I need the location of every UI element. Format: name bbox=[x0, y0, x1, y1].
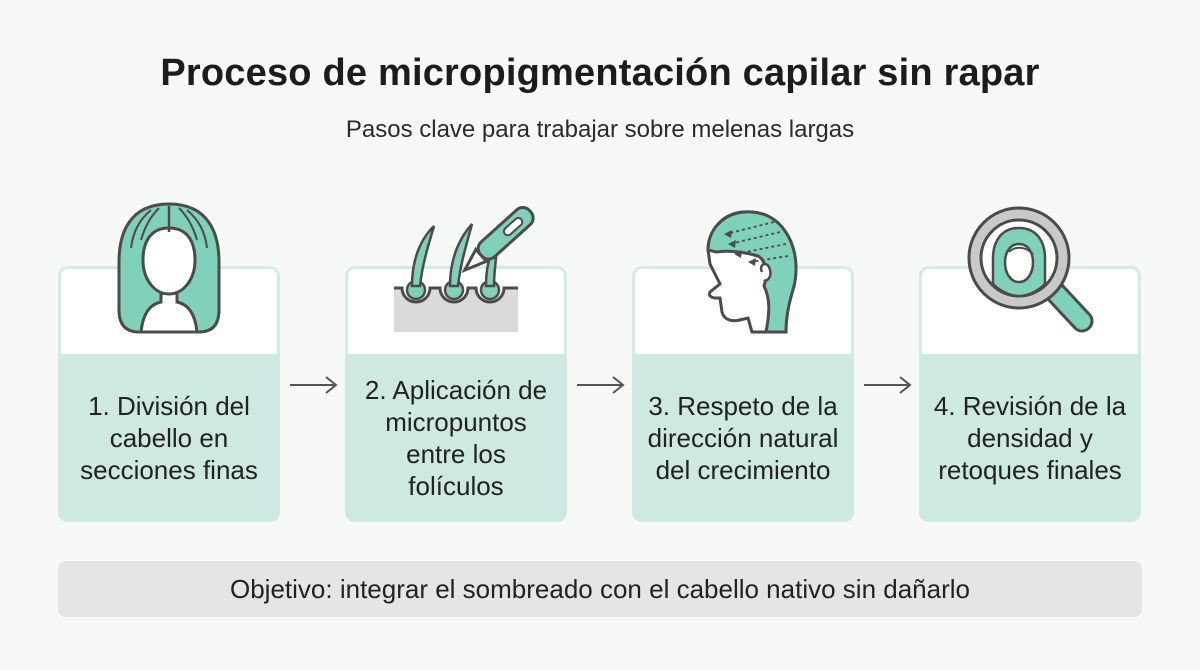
follicle-pen-icon bbox=[394, 205, 535, 332]
arrow-right-icon bbox=[864, 376, 912, 394]
arrow-right-icon bbox=[577, 376, 625, 394]
step-label: 1. División del cabello en secciones fin… bbox=[80, 391, 258, 485]
goal-banner: Objetivo: integrar el sombreado con el c… bbox=[58, 561, 1142, 617]
card-body: 1. División del cabello en secciones fin… bbox=[58, 354, 280, 522]
card-body: 2. Aplicación de micropuntos entre los f… bbox=[345, 354, 567, 522]
step-label: 2. Aplicación de micropuntos entre los f… bbox=[364, 375, 548, 501]
step-card-3: 3. Respeto de la dirección natural del c… bbox=[632, 266, 854, 522]
head-profile-icon bbox=[706, 210, 798, 334]
step-label: 3. Respeto de la dirección natural del c… bbox=[647, 391, 839, 485]
page-title: Proceso de micropigmentación capilar sin… bbox=[160, 52, 1040, 94]
magnifier-icon bbox=[967, 206, 1094, 333]
goal-text: Objetivo: integrar el sombreado con el c… bbox=[230, 573, 970, 604]
step-card-1: 1. División del cabello en secciones fin… bbox=[58, 266, 280, 522]
card-body: 3. Respeto de la dirección natural del c… bbox=[632, 354, 854, 522]
arrow-right-icon bbox=[290, 376, 338, 394]
page-subtitle: Pasos clave para trabajar sobre melenas … bbox=[345, 116, 855, 143]
woman-hair-icon bbox=[117, 202, 221, 334]
card-body: 4. Revisión de la densidad y retoques fi… bbox=[919, 354, 1141, 522]
step-label: 4. Revisión de la densidad y retoques fi… bbox=[933, 391, 1127, 485]
